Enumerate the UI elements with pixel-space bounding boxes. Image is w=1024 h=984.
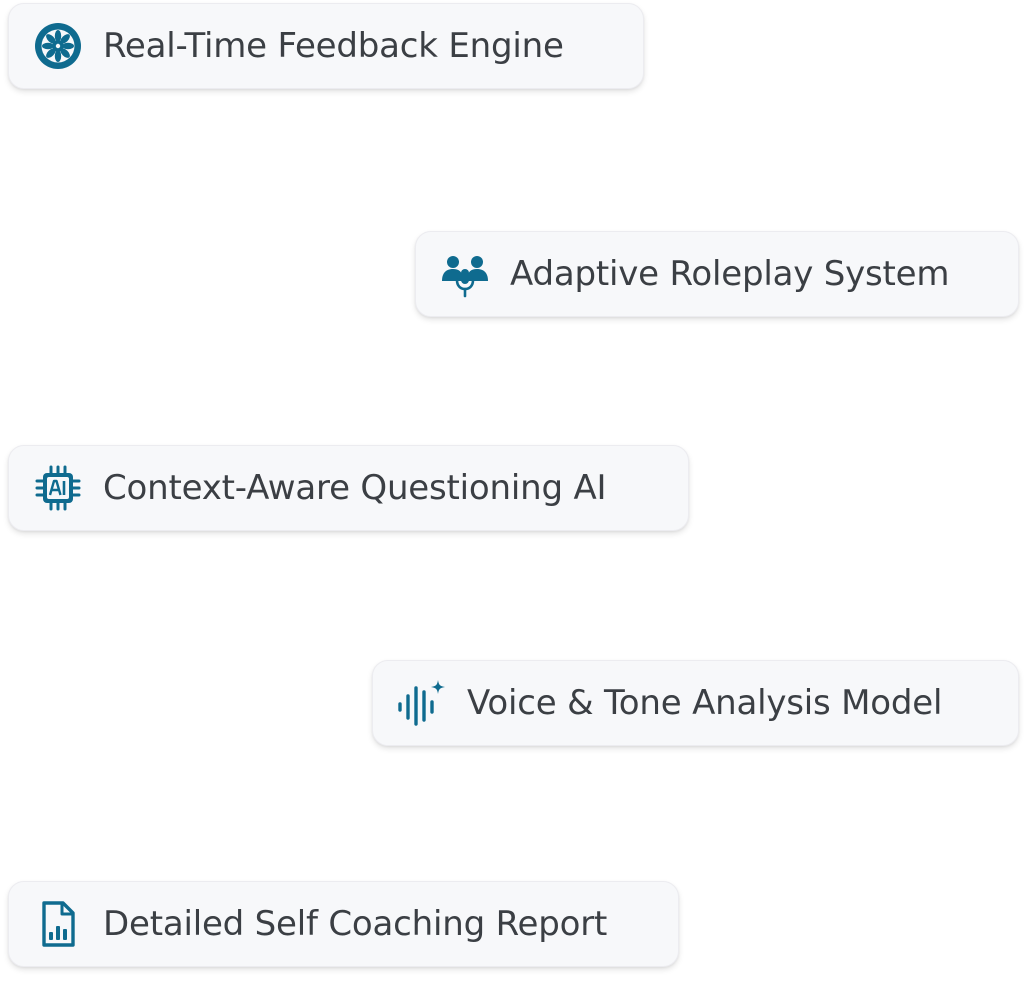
feature-card-adaptive-roleplay-system: Adaptive Roleplay System bbox=[415, 231, 1019, 317]
feature-label: Detailed Self Coaching Report bbox=[103, 904, 608, 944]
document-chart-icon bbox=[33, 899, 83, 949]
feature-label: Real-Time Feedback Engine bbox=[103, 26, 564, 66]
feature-label: Context-Aware Questioning AI bbox=[103, 468, 607, 508]
people-microphone-icon bbox=[440, 249, 490, 299]
feature-card-voice-tone-analysis-model: Voice & Tone Analysis Model bbox=[372, 660, 1019, 746]
feature-label: Adaptive Roleplay System bbox=[510, 254, 950, 294]
aperture-icon bbox=[33, 21, 83, 71]
feature-card-detailed-self-coaching-report: Detailed Self Coaching Report bbox=[8, 881, 679, 967]
ai-chip-icon bbox=[33, 463, 83, 513]
sound-wave-sparkle-icon bbox=[397, 678, 447, 728]
feature-card-real-time-feedback-engine: Real-Time Feedback Engine bbox=[8, 3, 644, 89]
feature-label: Voice & Tone Analysis Model bbox=[467, 683, 943, 723]
feature-card-context-aware-questioning-ai: Context-Aware Questioning AI bbox=[8, 445, 689, 531]
